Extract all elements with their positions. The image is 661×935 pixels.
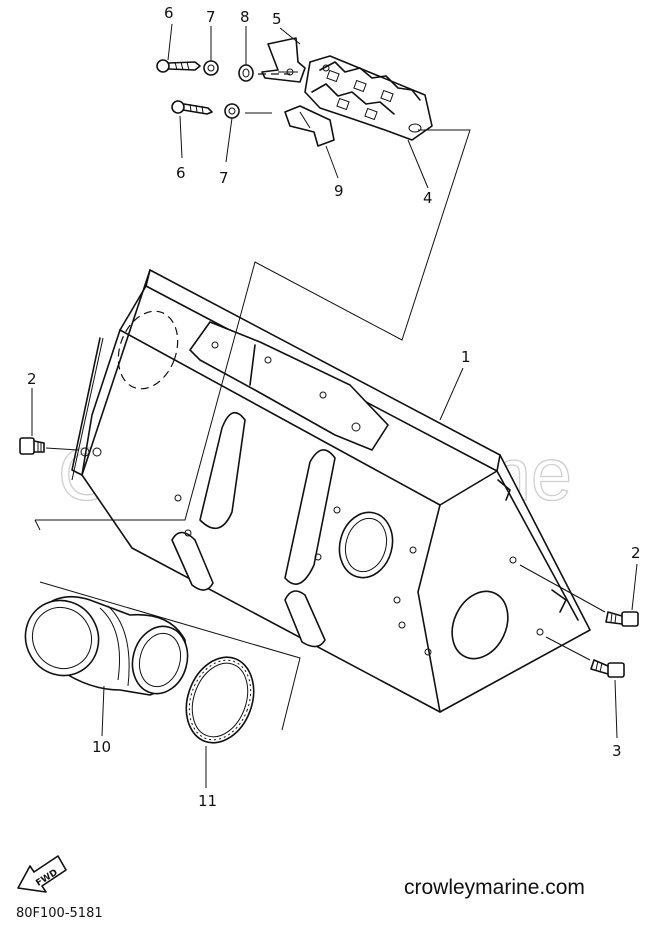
callout-8: 8 <box>240 8 250 26</box>
fwd-arrow-icon: FWD <box>17 855 67 893</box>
callout-4: 4 <box>423 189 433 207</box>
part-2-bolt-right <box>605 611 639 627</box>
part-3-bolt <box>590 659 625 678</box>
part-code-label: 80F100-5181 <box>16 906 103 921</box>
callout-11: 11 <box>198 792 217 810</box>
callout-3: 3 <box>612 742 622 760</box>
callout-10: 10 <box>92 738 111 756</box>
callout-7-upper: 7 <box>206 8 216 26</box>
part-4-cover <box>304 55 433 141</box>
callout-2-left: 2 <box>27 370 37 388</box>
part-11-gasket <box>185 656 255 744</box>
part-7-washer-lower <box>224 103 240 119</box>
callouts: 6 7 8 5 6 7 9 4 1 2 2 3 10 11 <box>27 4 641 810</box>
part-6-screw-upper <box>156 59 201 73</box>
part-9-clamp <box>284 105 335 147</box>
part-8-grommet <box>238 64 254 82</box>
part-1-silencer-plate <box>71 269 591 713</box>
part-5-clamp <box>261 37 306 83</box>
callout-6-upper: 6 <box>164 4 174 22</box>
callout-5: 5 <box>272 10 282 28</box>
callout-6-lower: 6 <box>176 164 186 182</box>
callout-7-lower: 7 <box>219 169 229 187</box>
part-7-washer-upper <box>203 60 219 76</box>
part-6-screw-lower <box>171 100 213 115</box>
callout-9: 9 <box>334 182 344 200</box>
leader-lines <box>31 23 638 788</box>
callout-1: 1 <box>461 348 471 366</box>
website-label: crowleymarine.com <box>404 876 585 899</box>
part-10-intake-duct <box>24 595 189 696</box>
callout-2-right: 2 <box>631 544 641 562</box>
part-2-bolt-left <box>19 437 45 455</box>
